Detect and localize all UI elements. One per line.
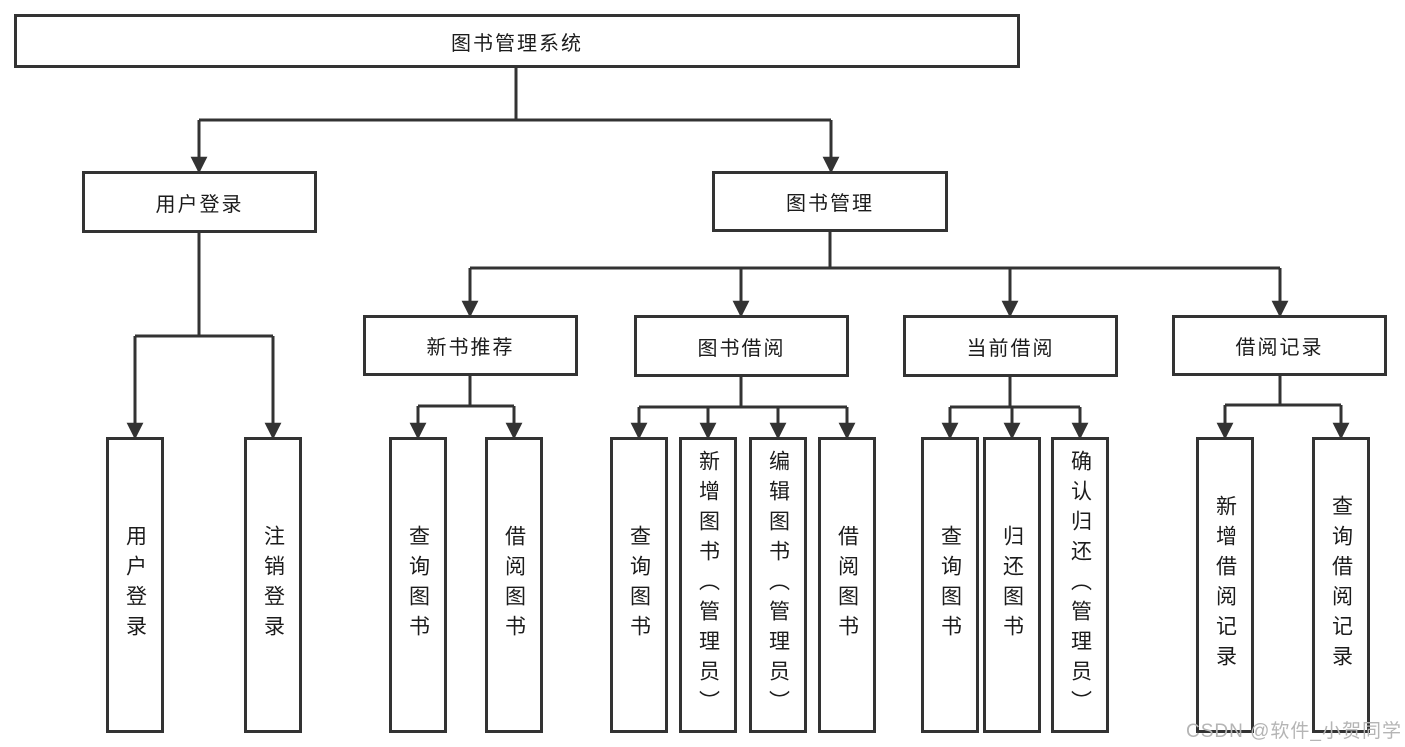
leaf-query-borrow-record-label: 查询借阅记录 <box>1329 495 1353 675</box>
leaf-newbooks-borrow-books: 借阅图书 <box>485 437 543 733</box>
leaf-return-books: 归还图书 <box>983 437 1041 733</box>
csdn-watermark: CSDN @软件_小贺同学 <box>1186 721 1402 742</box>
leaf-borrow-borrow-books-label: 借阅图书 <box>835 525 859 645</box>
node-current-borrowing-label: 当前借阅 <box>966 337 1055 360</box>
leaf-edit-books-admin-label: 编辑图书（管理员） <box>766 450 790 720</box>
node-new-book-recommendation-label: 新书推荐 <box>426 337 515 359</box>
leaf-query-borrow-record: 查询借阅记录 <box>1312 437 1370 733</box>
node-new-book-recommendation: 新书推荐 <box>363 315 578 376</box>
leaf-add-books-admin-label: 新增图书（管理员） <box>696 450 720 720</box>
leaf-borrow-borrow-books: 借阅图书 <box>818 437 876 733</box>
leaf-add-borrow-record-label: 新增借阅记录 <box>1213 495 1237 675</box>
node-user-login: 用户登录 <box>82 171 317 233</box>
node-book-management-label: 图书管理 <box>786 193 874 215</box>
node-root-label: 图书管理系统 <box>451 32 583 55</box>
leaf-borrow-query-books: 查询图书 <box>610 437 668 733</box>
node-book-management: 图书管理 <box>712 171 948 232</box>
node-borrowing-records: 借阅记录 <box>1172 315 1387 376</box>
node-root: 图书管理系统 <box>14 14 1020 68</box>
node-book-borrowing: 图书借阅 <box>634 315 849 377</box>
node-current-borrowing: 当前借阅 <box>903 315 1118 377</box>
leaf-newbooks-query-books-label: 查询图书 <box>406 525 430 645</box>
leaf-edit-books-admin: 编辑图书（管理员） <box>749 437 807 733</box>
node-book-borrowing-label: 图书借阅 <box>697 337 786 360</box>
leaf-current-query-books-label: 查询图书 <box>938 525 962 645</box>
node-borrowing-records-label: 借阅记录 <box>1235 337 1324 359</box>
leaf-confirm-return-admin-label: 确认归还（管理员） <box>1068 450 1092 720</box>
leaf-user-login-label: 用户登录 <box>123 525 147 645</box>
leaf-return-books-label: 归还图书 <box>1000 525 1024 645</box>
leaf-user-login: 用户登录 <box>106 437 164 733</box>
leaf-borrow-query-books-label: 查询图书 <box>627 525 651 645</box>
leaf-confirm-return-admin: 确认归还（管理员） <box>1051 437 1109 733</box>
leaf-logout-label: 注销登录 <box>261 525 285 645</box>
leaf-add-books-admin: 新增图书（管理员） <box>679 437 737 733</box>
leaf-newbooks-query-books: 查询图书 <box>389 437 447 733</box>
leaf-newbooks-borrow-books-label: 借阅图书 <box>502 525 526 645</box>
leaf-logout: 注销登录 <box>244 437 302 733</box>
leaf-current-query-books: 查询图书 <box>921 437 979 733</box>
leaf-add-borrow-record: 新增借阅记录 <box>1196 437 1254 733</box>
node-user-login-label: 用户登录 <box>155 193 244 216</box>
